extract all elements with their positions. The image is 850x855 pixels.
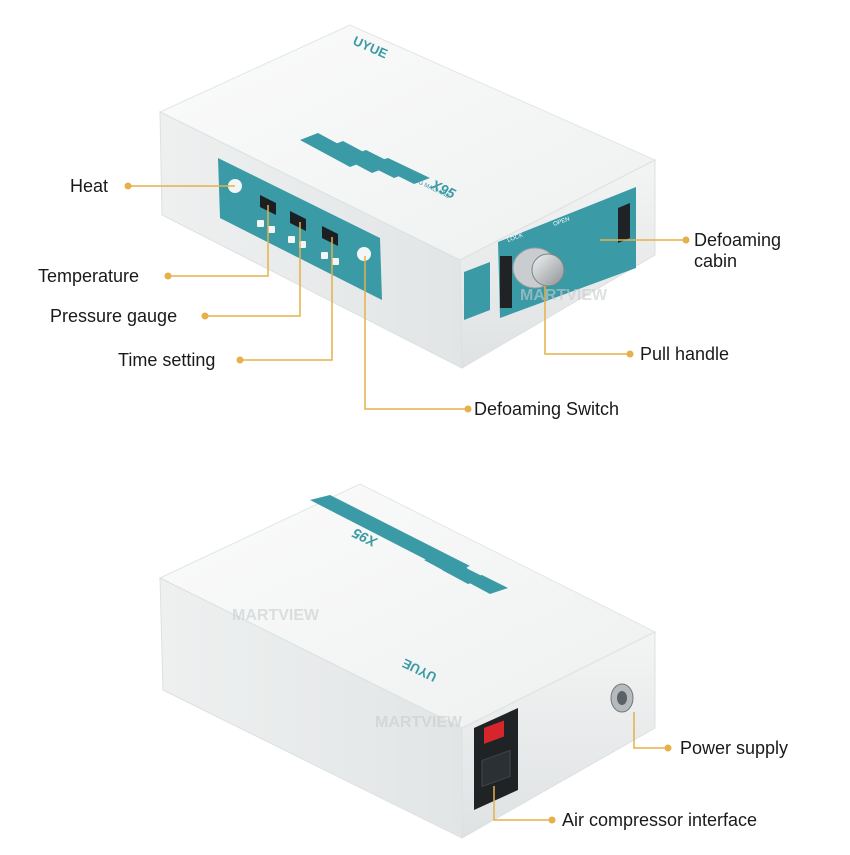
defoaming-switch-icon — [357, 247, 371, 261]
callout-lines-top — [128, 185, 686, 410]
callout-dots-top — [124, 182, 690, 413]
label-heat: Heat — [70, 176, 109, 196]
pressure-display — [290, 211, 306, 231]
watermark-top: MARTVIEW — [520, 287, 608, 304]
lock-label: LOCK — [507, 233, 524, 244]
air-connector-hole — [617, 691, 627, 705]
open-label: OPEN — [553, 216, 571, 227]
label-power-supply: Power supply — [680, 738, 789, 758]
label-pressure-gauge: Pressure gauge — [50, 306, 178, 326]
bottom-device: X95 BUBBLE REMOVING MACHINE UYUE — [158, 483, 657, 839]
top-device-stripes — [300, 133, 430, 184]
label-defoaming-cabin: Defoaming cabin — [694, 230, 782, 271]
bottom-device-stripes — [310, 495, 508, 594]
top-device: X95 BUBBLE REMOVING MACHINE UYUE LOCK OP… — [158, 24, 657, 369]
label-pull-handle: Pull handle — [640, 344, 730, 364]
time-display — [322, 226, 338, 246]
callout-lines-bottom — [493, 712, 668, 821]
power-switch — [484, 720, 504, 744]
pull-handle-knob — [531, 253, 565, 287]
callout-dots-bottom — [548, 744, 672, 824]
cabin-latch — [500, 256, 512, 308]
label-air-compressor-interface: Air compressor interface — [562, 810, 758, 830]
watermark-bottom: MARTVIEW — [375, 714, 463, 731]
watermark-mid: MARTVIEW — [232, 607, 320, 624]
warning-label — [464, 262, 490, 320]
label-defoaming-switch: Defoaming Switch — [474, 399, 620, 419]
ac-inlet — [481, 749, 511, 788]
label-temperature: Temperature — [38, 266, 140, 286]
cabin-window — [618, 203, 630, 243]
label-time-setting: Time setting — [118, 350, 216, 370]
